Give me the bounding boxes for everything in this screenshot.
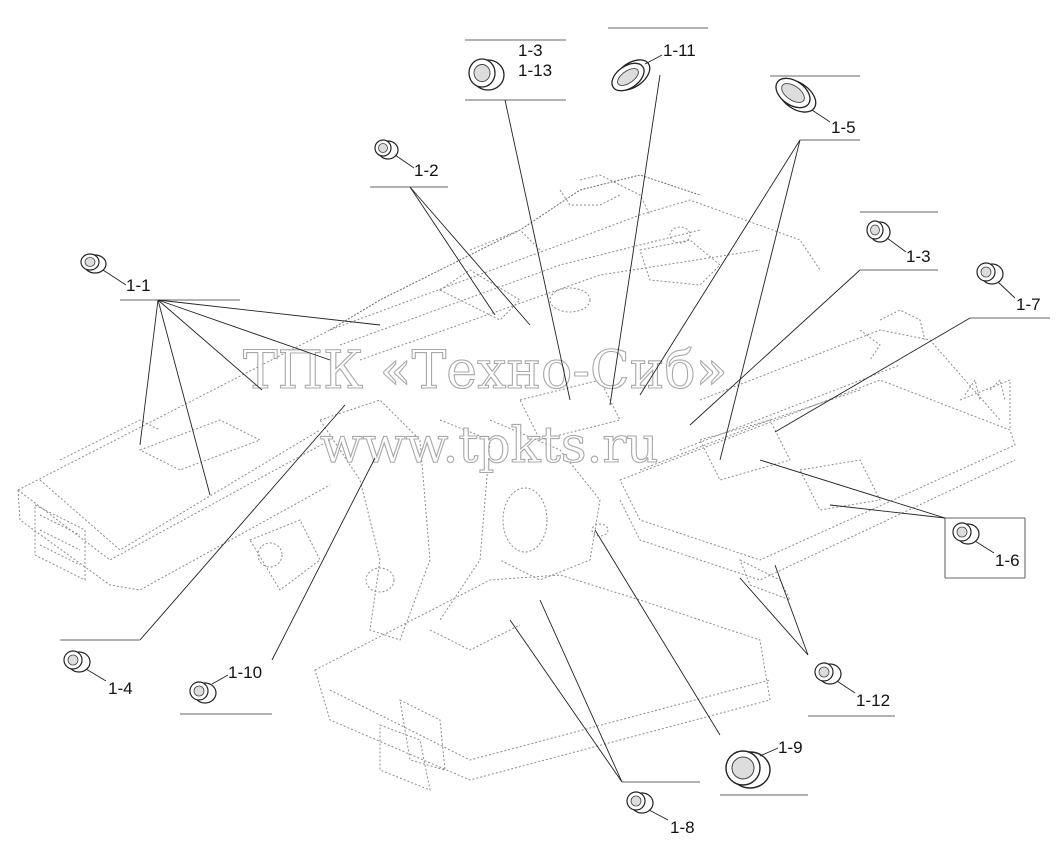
callout-1-5: 1-5 (770, 75, 860, 141)
callout-1-3-right: 1-3 (860, 211, 938, 271)
callout-1-8: 1-8 (622, 781, 700, 837)
svg-text:ТПК «Техно-Сиб»: ТПК «Техно-Сиб» (243, 341, 728, 401)
plug-small-icon (374, 139, 399, 160)
callout-label: 1-2 (414, 161, 439, 180)
plug-small-icon (626, 791, 654, 814)
plug-small-icon (189, 681, 217, 704)
plug-small-icon (80, 253, 107, 274)
callout-label: 1-8 (670, 818, 695, 837)
watermark: ТПК «Техно-Сиб» www.tpkts.ru (242, 340, 728, 474)
plug-oval-icon (611, 59, 651, 92)
plug-small-icon (976, 262, 1004, 285)
callout-1-12: 1-12 (808, 662, 895, 717)
plug-large-icon (725, 750, 771, 789)
callout-label: 1-7 (1016, 295, 1041, 314)
callout-label: 1-1 (126, 276, 151, 295)
leader-lines (139, 74, 971, 783)
callout-1-1: 1-1 (80, 253, 240, 301)
plug-small-icon (814, 662, 842, 685)
callout-label: 1-10 (228, 663, 262, 682)
callout-1-2: 1-2 (370, 139, 448, 188)
callout-1-4: 1-4 (60, 639, 140, 698)
plug-small-icon (866, 220, 891, 243)
callout-label: 1-11 (663, 41, 696, 60)
callout-label: 1-3 (906, 247, 931, 266)
callout-label: 1-9 (778, 738, 803, 757)
callout-label: 1-6 (995, 551, 1020, 570)
plug-small-icon (952, 522, 980, 545)
plug-oval-icon (775, 77, 817, 113)
plug-small-icon (63, 650, 91, 673)
callout-label: 1-5 (831, 118, 856, 137)
svg-text:www.tpkts.ru: www.tpkts.ru (320, 416, 659, 474)
frame-drawing (17, 174, 1016, 791)
callout-1-3-1-13: 1-3 1-13 (465, 39, 566, 101)
callout-1-9: 1-9 (720, 738, 808, 796)
callout-1-6: 1-6 (944, 517, 1026, 579)
callout-label: 1-4 (108, 679, 133, 698)
callout-1-7: 1-7 (970, 262, 1050, 319)
callout-1-10: 1-10 (180, 663, 272, 715)
callout-label: 1-3 (518, 41, 543, 60)
callout-1-11: 1-11 (608, 27, 708, 92)
callout-label-secondary: 1-13 (518, 61, 552, 80)
callout-label: 1-12 (856, 691, 890, 710)
plug-medium-icon (468, 58, 505, 91)
